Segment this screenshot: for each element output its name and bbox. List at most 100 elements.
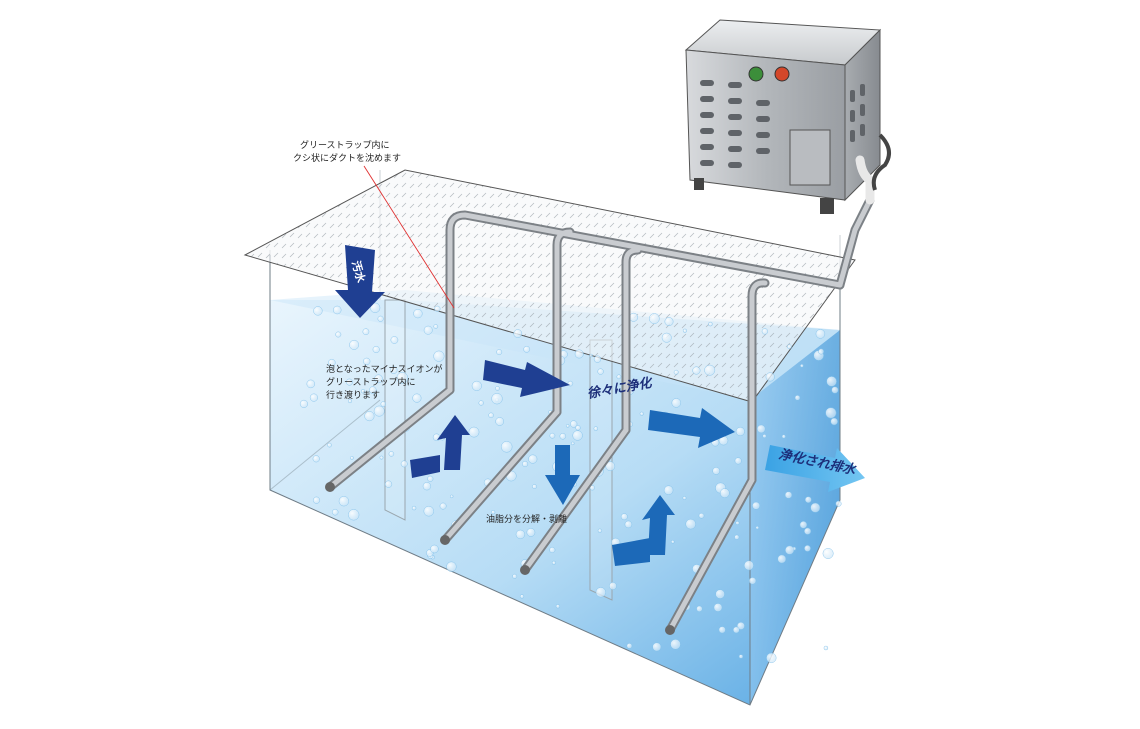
ion-bubble	[306, 379, 316, 389]
ion-bubble	[312, 496, 321, 504]
down-arrow	[545, 445, 580, 505]
ion-bubble	[673, 369, 679, 375]
ion-bubble	[575, 425, 581, 431]
callout-ions-line2: グリーストラップ内に	[326, 376, 416, 388]
ion-bubble	[349, 339, 360, 350]
ion-bubble	[664, 317, 674, 327]
ion-bubble	[708, 321, 713, 327]
green-lamp	[748, 66, 764, 82]
ion-bubble	[328, 358, 336, 367]
ion-bubble	[597, 528, 603, 533]
ion-bubble	[608, 582, 617, 590]
ion-bubble	[388, 451, 395, 457]
ion-bubble	[748, 577, 757, 585]
ion-bubble	[732, 626, 740, 634]
ion-bubble	[373, 405, 385, 417]
ion-bubble	[682, 496, 687, 500]
ion-bubble	[434, 305, 441, 312]
ion-bubble	[670, 539, 675, 544]
ion-bubble	[781, 434, 786, 439]
ion-bubble	[389, 366, 398, 374]
ion-bubble	[360, 389, 366, 394]
ion-bubble	[719, 488, 730, 498]
ion-bubble	[589, 353, 593, 358]
ion-bubble	[715, 589, 725, 599]
ion-bubble	[559, 433, 567, 440]
inlet-arrow: 汚水	[335, 245, 385, 318]
flow-arrow-2	[648, 408, 735, 448]
red-lamp	[774, 66, 790, 82]
ion-bubble	[661, 332, 672, 343]
ion-bubble	[648, 313, 660, 324]
callout-leader-line	[363, 165, 455, 309]
ion-bubble	[712, 467, 721, 475]
ion-bubble	[804, 545, 811, 552]
callout-oil-breakdown: 油脂分を分解・剥離	[486, 513, 567, 525]
ion-bubble	[390, 336, 399, 344]
ion-bubble	[692, 366, 701, 375]
ion-bubble	[335, 331, 342, 338]
ion-bubble	[616, 374, 622, 380]
ion-bubble	[815, 329, 826, 339]
ion-bubble	[363, 357, 371, 366]
ion-bubble	[551, 560, 556, 565]
inlet-label: 汚水	[349, 259, 368, 285]
ion-bubble	[626, 643, 633, 649]
ion-bubble	[433, 324, 439, 329]
ion-bubble	[567, 380, 574, 387]
ion-bubble	[804, 527, 812, 535]
ion-bubble	[519, 594, 525, 599]
ion-bubble	[549, 546, 556, 554]
ion-bubble	[384, 480, 393, 488]
ion-bubble	[696, 605, 703, 612]
ion-bubble	[620, 513, 628, 521]
ion-bubble	[364, 411, 375, 422]
ion-bubble	[528, 454, 538, 464]
callout-ions: 泡となったマイナスイオンが グリーストラップ内に 行き渡ります	[326, 363, 443, 401]
ion-bubble	[471, 380, 482, 391]
ion-bubble	[347, 399, 353, 404]
ion-bubble	[362, 328, 370, 336]
ion-bubble	[380, 401, 387, 407]
ion-bubble	[513, 329, 523, 338]
ion-bubble	[423, 505, 435, 517]
ion-bubble	[312, 455, 320, 463]
ion-bubble	[595, 587, 606, 598]
ion-bubble	[565, 424, 570, 428]
ion-bubble	[570, 420, 578, 428]
ion-bubble	[500, 441, 513, 453]
ion-bubble	[718, 626, 726, 634]
ion-bubble	[800, 363, 804, 368]
up-arrow-1	[437, 415, 470, 470]
ion-bubble	[830, 417, 838, 426]
ion-bubble	[713, 603, 723, 612]
flow-arrow-1	[483, 360, 570, 397]
ion-bubble	[752, 501, 761, 510]
ion-bubble	[423, 325, 433, 335]
duct-pipes	[325, 195, 875, 635]
ion-bubble	[433, 350, 445, 362]
ion-bubble	[698, 512, 705, 519]
ion-bubble	[488, 412, 494, 419]
ion-bubble	[825, 407, 837, 419]
ion-bubble	[823, 645, 829, 651]
ion-bubble	[523, 345, 531, 353]
up-arrow-2	[642, 495, 675, 555]
ion-bubble	[427, 475, 434, 482]
ion-bubble	[549, 432, 556, 439]
ion-bubble	[446, 561, 457, 572]
ion-bubble	[629, 312, 639, 322]
ion-bubble	[735, 520, 740, 526]
flow-arrows	[410, 360, 735, 566]
ion-bubble	[685, 518, 696, 530]
ion-bubble	[765, 372, 775, 382]
ion-bubble	[313, 306, 323, 316]
ion-bubble	[515, 529, 526, 540]
ion-bubble	[331, 508, 339, 516]
ion-bubble	[478, 400, 484, 406]
ion-bubble	[663, 485, 674, 495]
ion-bubble	[491, 393, 503, 405]
ion-bubble	[736, 621, 745, 630]
